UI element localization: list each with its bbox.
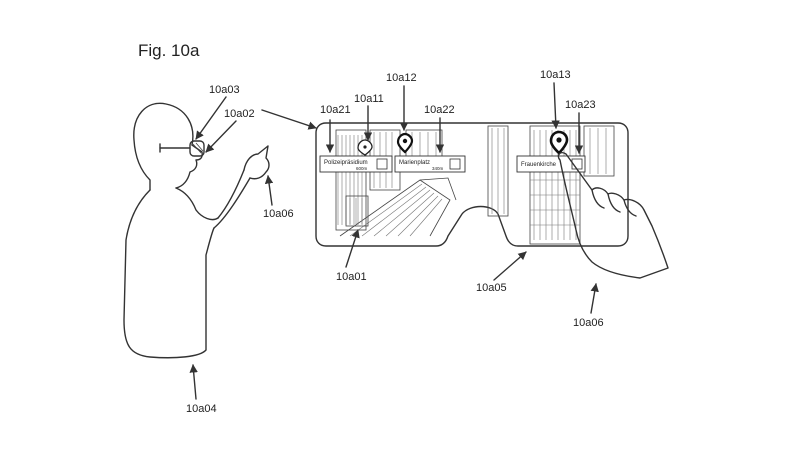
hand-knuckles [591, 189, 637, 217]
poi-distance: 340m [432, 166, 444, 171]
ref-label-left-display: 10a01 [336, 271, 367, 283]
ref-label-glasses: 10a03 [209, 84, 240, 96]
location-pin-icon [357, 139, 373, 156]
figure-title: Fig. 10a [138, 41, 200, 60]
poi-name: Marienplatz [399, 160, 430, 166]
poi-label-center: Marienplatz 340m [394, 155, 466, 173]
user-body [123, 189, 215, 359]
ref-label-right-display: 10a05 [476, 282, 507, 294]
hand-outline [557, 151, 669, 279]
ref-label-hand-display: 10a06 [573, 317, 604, 329]
poi-name: Polizeipräsidium [324, 160, 368, 166]
user-face-profile [175, 144, 203, 189]
glasses-icon [159, 140, 205, 157]
location-pin-icon [549, 130, 569, 155]
ref-label-label-right: 10a23 [565, 99, 596, 111]
ref-label-label-left: 10a21 [320, 104, 351, 116]
glasses-frame [315, 122, 629, 247]
ar-glasses-display: Polizeipräsidium 600m Marienplatz 340m F… [315, 122, 629, 247]
poi-label-right: Frauenkirche [516, 155, 586, 173]
poi-label-left: Polizeipräsidium 600m [319, 155, 393, 173]
poi-distance: 600m [356, 166, 368, 171]
ref-label-hand-user: 10a06 [263, 208, 294, 220]
user-figure [123, 102, 270, 359]
location-pin-icon [396, 132, 414, 154]
right-lens-scene [487, 125, 615, 245]
ref-label-user: 10a04 [186, 403, 217, 415]
user-head [133, 102, 194, 191]
view-arrow [261, 109, 317, 130]
user-arm [213, 169, 251, 229]
ref-label-poi-left: 10a11 [354, 93, 384, 105]
poi-checkbox [449, 158, 461, 170]
ref-label-poi-center: 10a12 [386, 72, 417, 84]
poi-checkbox [376, 158, 388, 170]
ref-label-eye: 10a02 [224, 108, 255, 120]
user-shoulder [175, 187, 219, 221]
poi-name: Frauenkirche [521, 162, 557, 168]
user-hand [243, 145, 270, 180]
ref-label-poi-right: 10a13 [540, 69, 571, 81]
ref-label-label-center: 10a22 [424, 104, 455, 116]
left-lens-scene [335, 129, 457, 237]
pointing-hand [557, 151, 669, 279]
